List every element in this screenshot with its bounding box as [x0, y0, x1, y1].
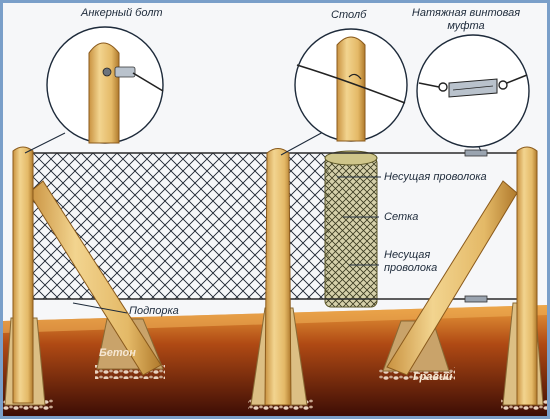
magnifier-turnbuckle: [416, 34, 530, 148]
label-concrete: Бетон: [99, 347, 136, 359]
label-mesh: Сетка: [384, 211, 419, 223]
label-turnbuckle-line2: муфта: [447, 20, 485, 32]
label-post: Столб: [331, 9, 367, 21]
label-gravel: Гравий: [413, 371, 453, 383]
magnifier-anchor-bolt: [46, 26, 164, 144]
posts: [12, 146, 538, 406]
magnifier-post: [294, 28, 408, 142]
label-turnbuckle-line1: Натяжная винтовая: [411, 7, 521, 19]
label-brace: Подпорка: [129, 305, 179, 317]
mesh-roll: [324, 150, 378, 308]
turnbuckle-small-bottom: [464, 295, 488, 303]
fence-diagram: [3, 26, 547, 416]
label-support-wire-bottom-line1: Несущая: [384, 249, 431, 261]
braces: [28, 180, 518, 376]
label-support-wire-bottom: Несущая проволока: [384, 249, 437, 275]
label-turnbuckle: Натяжная винтовая муфта: [401, 7, 531, 33]
turnbuckle-small: [464, 149, 488, 157]
label-support-wire-top: Несущая проволока: [384, 171, 487, 183]
label-support-wire-bottom-line2: проволока: [384, 262, 438, 274]
label-anchor-bolt: Анкерный болт: [81, 7, 163, 19]
callout-leaders: [24, 130, 482, 314]
